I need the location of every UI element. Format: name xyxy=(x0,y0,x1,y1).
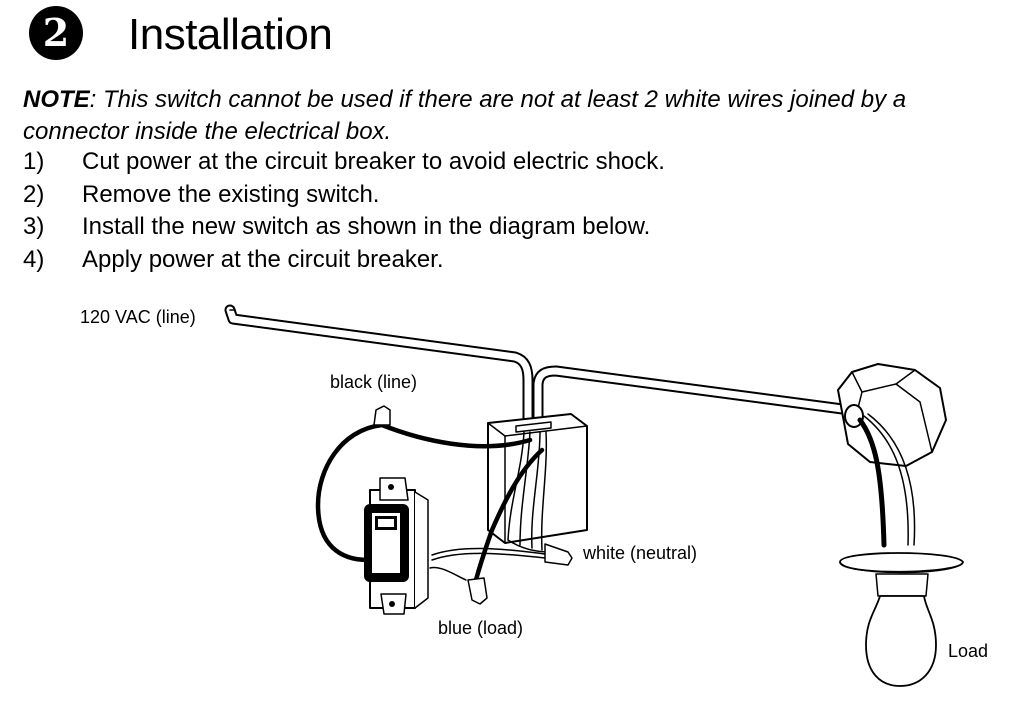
line-cable xyxy=(224,304,534,434)
load-label: Load xyxy=(948,641,989,661)
step-number: 3) xyxy=(23,213,45,240)
white-wire-label: white (neutral) xyxy=(583,543,698,563)
note-paragraph: NOTE: This switch cannot be used if ther… xyxy=(23,84,998,148)
black-line-wire xyxy=(315,405,533,563)
blue-wire-label: blue (load) xyxy=(438,618,524,638)
white-neutral-wires xyxy=(431,539,573,566)
step-text: Remove the existing switch. xyxy=(82,180,380,208)
ceiling-junction-box xyxy=(837,363,947,467)
fixture-wires xyxy=(857,413,916,548)
wall-switch xyxy=(364,477,429,615)
light-bulb xyxy=(865,595,937,687)
step-number-badge: 2 xyxy=(29,6,83,60)
step-number: 2) xyxy=(23,180,45,208)
step-number: 4) xyxy=(23,245,45,273)
line-cable-label: 120 VAC (line) xyxy=(80,307,196,327)
black-wire-connector xyxy=(373,405,391,426)
blue-load-wire xyxy=(429,447,545,605)
note-label: NOTE xyxy=(23,86,90,113)
black-wire-label: black (line) xyxy=(330,372,418,392)
load-cable xyxy=(532,365,856,434)
step-text: Install the new switch as shown in the d… xyxy=(82,213,651,240)
section-title: Installation xyxy=(128,10,333,59)
electrical-box xyxy=(487,413,588,544)
step-number: 1) xyxy=(23,148,45,175)
light-fixture xyxy=(839,552,964,687)
note-text: : This switch cannot be used if there ar… xyxy=(23,86,907,145)
step-text: Apply power at the circuit breaker. xyxy=(82,245,444,273)
step-text: Cut power at the circuit breaker to avoi… xyxy=(82,148,665,175)
white-wire-connector xyxy=(544,543,573,566)
blue-wire-connector xyxy=(467,577,488,605)
